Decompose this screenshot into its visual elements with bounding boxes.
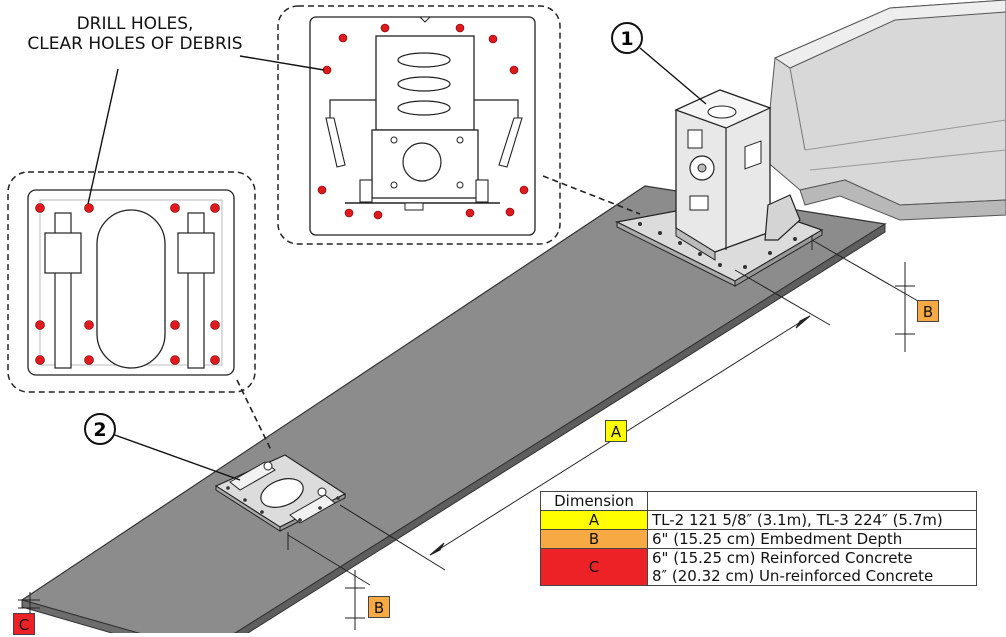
upstream-anchor-post xyxy=(674,89,801,261)
dimension-description: TL-2 121 5/8″ (3.1m), TL-3 224″ (5.7m) xyxy=(647,510,977,530)
dimension-c-line xyxy=(18,592,40,614)
marker-item-2: 2 xyxy=(84,413,116,445)
dimension-tag-c: C xyxy=(13,613,35,635)
dimension-code: C xyxy=(540,548,648,586)
dimension-b-bottom-line xyxy=(287,532,371,630)
dimension-tag-b-top: B xyxy=(917,300,939,322)
dimension-b-top-line xyxy=(811,235,926,352)
marker-item-2-label: 2 xyxy=(93,419,106,441)
downstream-anchor-plate xyxy=(214,454,347,532)
dimension-tag-a: A xyxy=(605,420,627,442)
marker-item-1-label: 1 xyxy=(620,28,633,50)
dimension-table-header-blank xyxy=(647,491,977,511)
dimension-description-line: 8″ (20.32 cm) Un-reinforced Concrete xyxy=(652,567,934,585)
dimension-code: B xyxy=(540,529,648,549)
detail-downstream-plate xyxy=(7,171,256,393)
leader-lines xyxy=(87,47,707,481)
dimension-description-line: 6" (15.25 cm) Embedment Depth xyxy=(652,530,903,548)
callout-line-1: DRILL HOLES, xyxy=(76,14,194,34)
dimension-description: 6" (15.25 cm) Embedment Depth xyxy=(647,529,977,549)
dimension-table-header-row: Dimension xyxy=(540,491,977,511)
dimension-tag-b-bottom: B xyxy=(368,596,390,618)
concrete-slab xyxy=(20,185,887,637)
dimension-table-header: Dimension xyxy=(540,491,648,511)
dimension-description-line: TL-2 121 5/8″ (3.1m), TL-3 224″ (5.7m) xyxy=(652,511,943,529)
dimension-description-line: 6" (15.25 cm) Reinforced Concrete xyxy=(652,549,913,567)
callout-connectors xyxy=(236,175,641,453)
marker-item-1: 1 xyxy=(611,22,643,54)
concrete-barrier xyxy=(764,0,1006,221)
dimension-code: A xyxy=(540,510,648,530)
drill-holes-callout: DRILL HOLES, CLEAR HOLES OF DEBRIS xyxy=(6,14,264,54)
detail-upstream-plate xyxy=(277,5,561,245)
callout-line-2: CLEAR HOLES OF DEBRIS xyxy=(27,34,243,54)
